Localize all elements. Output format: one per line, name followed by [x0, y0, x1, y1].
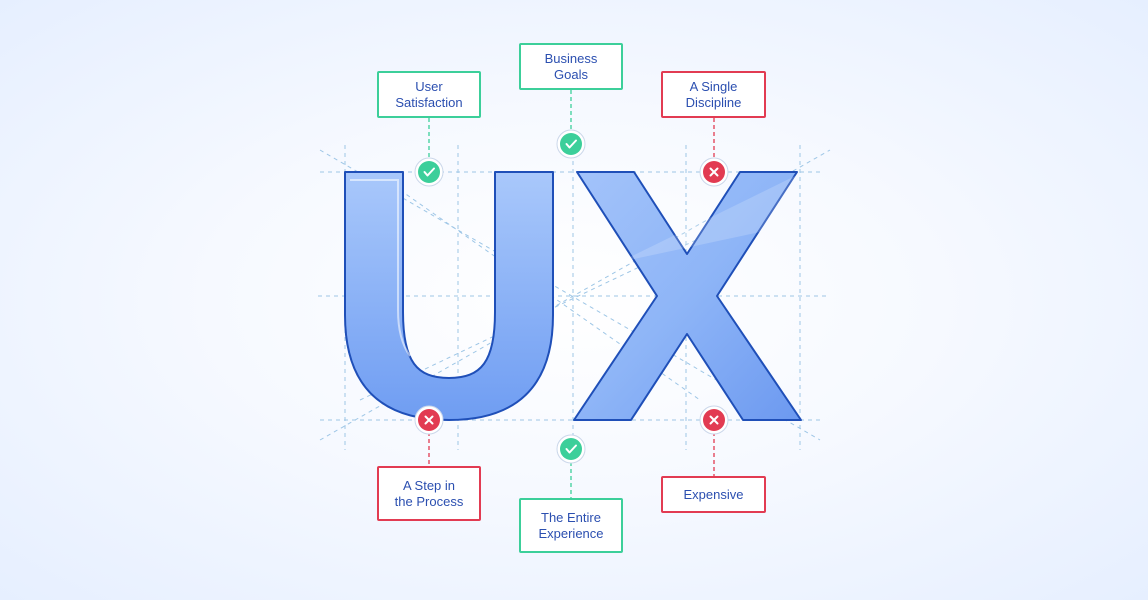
label-single-discipline: A Single Discipline	[661, 71, 766, 118]
label-step-in-process: A Step in the Process	[377, 466, 481, 521]
letter-u-highlight	[350, 179, 411, 357]
letter-x	[573, 171, 802, 421]
cross-icon	[699, 405, 729, 435]
letter-x-shine	[620, 175, 797, 262]
check-icon	[414, 157, 444, 187]
label-business-goals: Business Goals	[519, 43, 623, 90]
label-user-satisfaction: User Satisfaction	[377, 71, 481, 118]
connector-lines	[428, 90, 715, 498]
cross-icon	[699, 157, 729, 187]
cross-icon	[414, 405, 444, 435]
label-entire-experience: The Entire Experience	[519, 498, 623, 553]
check-icon	[556, 434, 586, 464]
label-expensive: Expensive	[661, 476, 766, 513]
check-icon	[556, 129, 586, 159]
